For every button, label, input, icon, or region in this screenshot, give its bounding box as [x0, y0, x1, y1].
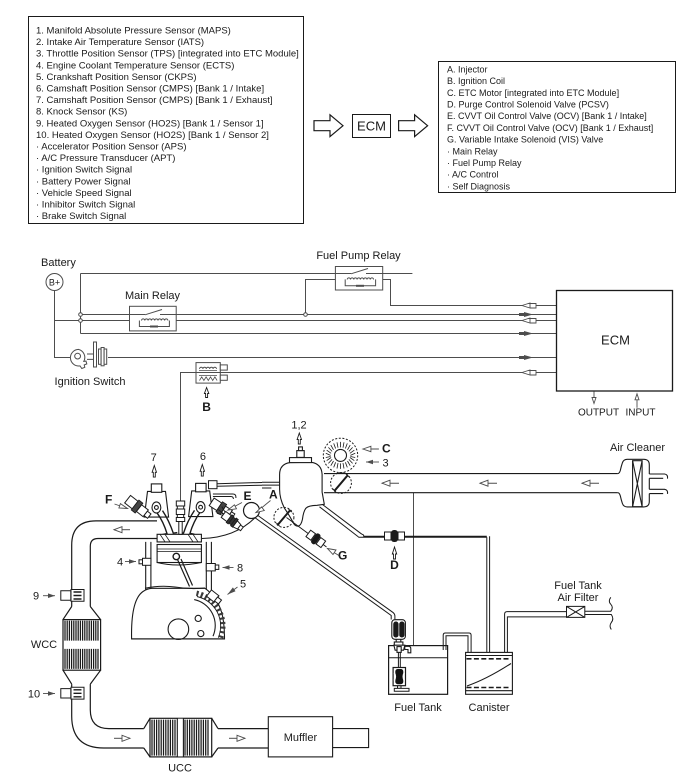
svg-text:· Vehicle Speed Signal: · Vehicle Speed Signal [36, 188, 132, 199]
svg-text:Air Cleaner: Air Cleaner [610, 442, 665, 454]
svg-text:INPUT: INPUT [626, 408, 656, 419]
svg-text:· Main Relay: · Main Relay [447, 146, 498, 156]
svg-text:E. CVVT Oil Control Valve (OCV: E. CVVT Oil Control Valve (OCV) [Bank 1 … [447, 111, 647, 121]
svg-text:Air Filter: Air Filter [558, 592, 599, 604]
svg-text:6. Camshaft Position Sensor (C: 6. Camshaft Position Sensor (CMPS) [Bank… [36, 84, 264, 95]
svg-text:C. ETC Motor [integrated into: C. ETC Motor [integrated into ETC Module… [447, 88, 619, 98]
svg-text:8: 8 [237, 563, 243, 575]
svg-text:A. Injector: A. Injector [447, 64, 488, 74]
svg-text:· Fuel Pump Relay: · Fuel Pump Relay [447, 158, 522, 168]
svg-text:G: G [338, 549, 347, 563]
svg-text:C: C [382, 442, 391, 456]
svg-text:· Ignition Switch Signal: · Ignition Switch Signal [36, 165, 132, 176]
svg-text:· Battery Power Signal: · Battery Power Signal [36, 176, 131, 187]
svg-text:A: A [269, 488, 278, 502]
svg-text:D: D [390, 558, 399, 572]
svg-text:ECM: ECM [357, 119, 386, 134]
svg-text:· A/C Control: · A/C Control [447, 170, 499, 180]
svg-text:1,2: 1,2 [291, 420, 306, 432]
svg-text:1. Manifold Absolute Pressure: 1. Manifold Absolute Pressure Sensor (MA… [36, 26, 231, 37]
svg-text:G. Variable Intake Solenoid (V: G. Variable Intake Solenoid (VIS) Valve [447, 135, 603, 145]
svg-text:6: 6 [200, 451, 206, 463]
svg-text:Fuel Pump Relay: Fuel Pump Relay [316, 250, 401, 262]
svg-text:E: E [244, 489, 252, 503]
svg-text:· Accelerator Position Sensor: · Accelerator Position Sensor (APS) [36, 142, 186, 153]
svg-text:4: 4 [117, 557, 123, 569]
svg-text:F. CVVT Oil Control Valve (OCV: F. CVVT Oil Control Valve (OCV) [Bank 1 … [447, 123, 653, 133]
svg-text:5: 5 [240, 579, 246, 591]
svg-text:3. Throttle Position Sensor (T: 3. Throttle Position Sensor (TPS) [integ… [36, 49, 299, 60]
svg-text:Canister: Canister [469, 702, 510, 714]
svg-text:7. Camshaft Position Sensor (C: 7. Camshaft Position Sensor (CMPS) [Bank… [36, 95, 273, 106]
svg-text:8. Knock Sensor (KS): 8. Knock Sensor (KS) [36, 107, 127, 118]
svg-text:· Inhibitor Switch Signal: · Inhibitor Switch Signal [36, 200, 135, 211]
svg-text:B+: B+ [49, 278, 60, 288]
svg-text:· A/C Pressure Transducer (APT: · A/C Pressure Transducer (APT) [36, 153, 175, 164]
svg-text:10. Heated Oxygen Sensor (HO2S: 10. Heated Oxygen Sensor (HO2S) [Bank 1 … [36, 130, 269, 141]
svg-text:9. Heated Oxygen Sensor (HO2S): 9. Heated Oxygen Sensor (HO2S) [Bank 1 /… [36, 118, 264, 129]
svg-text:UCC: UCC [168, 763, 192, 774]
svg-text:· Brake Switch Signal: · Brake Switch Signal [36, 211, 126, 222]
svg-text:5. Crankshaft Position Sensor: 5. Crankshaft Position Sensor (CKPS) [36, 72, 197, 83]
svg-text:B. Ignition Coil: B. Ignition Coil [447, 76, 505, 86]
svg-text:D. Purge Control Solenoid Valv: D. Purge Control Solenoid Valve (PCSV) [447, 100, 609, 110]
svg-text:B: B [202, 400, 211, 414]
svg-text:9: 9 [33, 591, 39, 603]
svg-text:Main Relay: Main Relay [125, 290, 181, 302]
svg-text:Fuel Tank: Fuel Tank [394, 702, 442, 714]
svg-text:Battery: Battery [41, 257, 76, 269]
svg-text:10: 10 [28, 689, 40, 701]
svg-text:Muffler: Muffler [284, 732, 318, 744]
svg-text:Fuel Tank: Fuel Tank [554, 580, 602, 592]
svg-text:WCC: WCC [31, 639, 57, 651]
svg-text:OUTPUT: OUTPUT [578, 408, 619, 419]
svg-text:ECM: ECM [601, 333, 630, 348]
svg-text:7: 7 [151, 452, 157, 464]
svg-text:Ignition Switch: Ignition Switch [55, 376, 126, 388]
svg-text:3: 3 [383, 458, 389, 470]
svg-text:2. Intake Air Temperature Sens: 2. Intake Air Temperature Sensor (IATS) [36, 37, 204, 48]
svg-text:4. Engine Coolant Temperature: 4. Engine Coolant Temperature Sensor (EC… [36, 60, 234, 71]
svg-text:· Self Diagnosis: · Self Diagnosis [447, 181, 511, 191]
svg-text:F: F [105, 493, 112, 507]
